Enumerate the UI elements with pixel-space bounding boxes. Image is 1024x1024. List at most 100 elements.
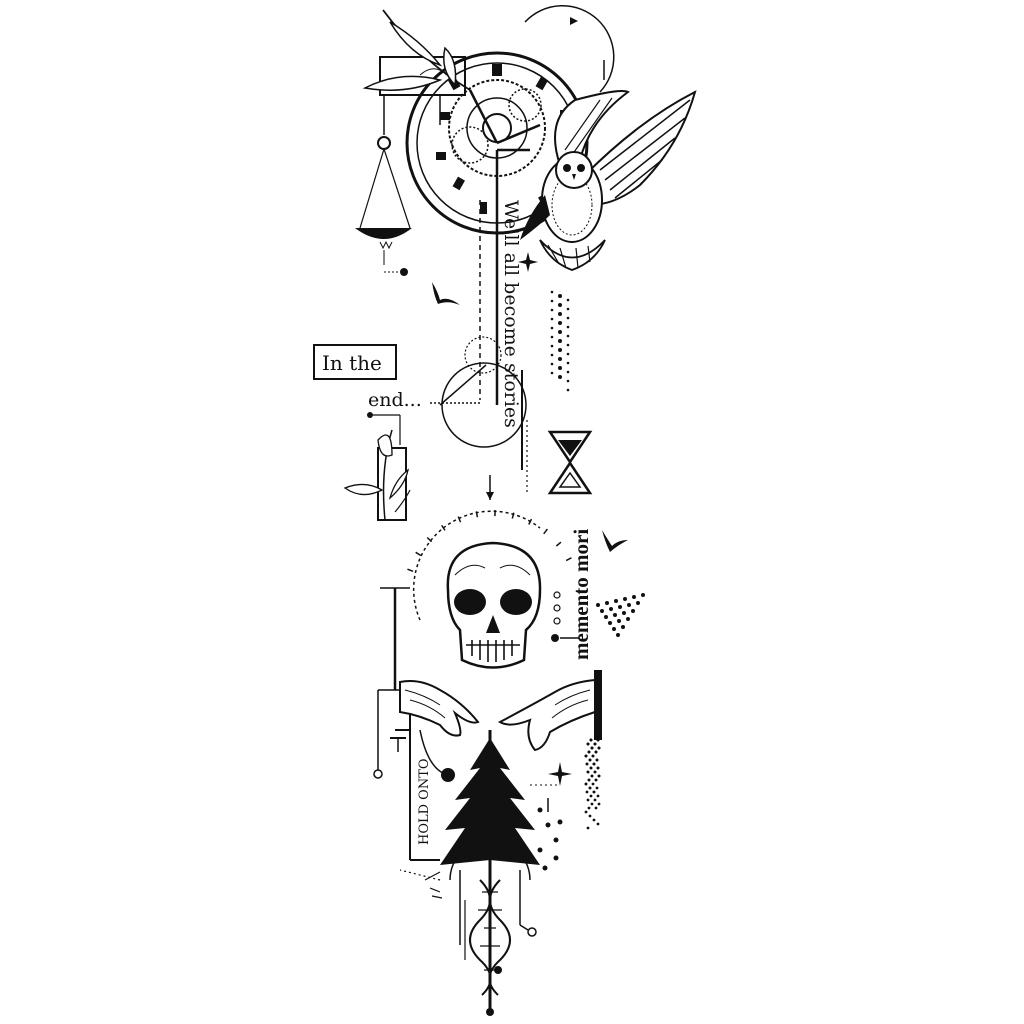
dot bbox=[597, 802, 601, 806]
dot bbox=[618, 605, 622, 609]
dot bbox=[550, 335, 554, 339]
dot bbox=[596, 794, 600, 798]
dot bbox=[621, 625, 625, 629]
hold-onto-text: HOLD ONTO bbox=[417, 758, 432, 845]
dot-pattern bbox=[596, 593, 645, 637]
dot bbox=[608, 621, 612, 625]
dot bbox=[592, 790, 596, 794]
dot bbox=[594, 750, 598, 754]
tick bbox=[475, 511, 479, 518]
dot bbox=[623, 597, 627, 601]
dot bbox=[558, 339, 562, 343]
dot bbox=[632, 595, 636, 599]
tick bbox=[528, 518, 533, 525]
dot bbox=[550, 353, 554, 357]
dot bbox=[616, 633, 620, 637]
dot bbox=[550, 371, 554, 375]
dot bbox=[596, 603, 600, 607]
dot bbox=[604, 615, 608, 619]
bird-icon bbox=[602, 530, 628, 552]
dot bbox=[597, 774, 601, 778]
dot bbox=[558, 357, 562, 361]
dot bbox=[631, 609, 635, 613]
dot bbox=[590, 802, 594, 806]
dot bbox=[550, 326, 554, 330]
dna-helix-icon bbox=[469, 879, 511, 996]
sparkle-star-icon bbox=[518, 252, 538, 272]
leaf-branch-icon bbox=[343, 429, 411, 521]
tick bbox=[441, 524, 446, 531]
dot bbox=[558, 330, 562, 334]
dot bbox=[542, 865, 548, 871]
tick bbox=[457, 516, 462, 523]
dot bbox=[587, 806, 591, 810]
scales-icon bbox=[355, 95, 412, 276]
in-the-text: In the bbox=[322, 351, 382, 375]
dot bbox=[596, 822, 600, 826]
tick bbox=[555, 541, 562, 547]
dot bbox=[566, 316, 570, 320]
dot bbox=[545, 822, 551, 828]
dot bbox=[605, 601, 609, 605]
tick bbox=[415, 551, 422, 557]
dot bbox=[584, 782, 588, 786]
dot bbox=[553, 855, 559, 861]
dot bbox=[589, 738, 593, 742]
dot bbox=[585, 762, 589, 766]
dot bbox=[566, 307, 570, 311]
leaf-branch-icon bbox=[362, 9, 471, 91]
dot bbox=[566, 361, 570, 365]
dot bbox=[589, 766, 593, 770]
dot bbox=[566, 379, 570, 383]
dot bbox=[558, 303, 562, 307]
dot bbox=[612, 627, 616, 631]
dot bbox=[600, 609, 604, 613]
dot bbox=[589, 794, 593, 798]
dot bbox=[590, 746, 594, 750]
dot bbox=[591, 754, 595, 758]
dot bbox=[590, 774, 594, 778]
binary-dots bbox=[550, 290, 570, 392]
dot bbox=[566, 325, 570, 329]
dot bbox=[596, 766, 600, 770]
dot bbox=[586, 798, 590, 802]
tick bbox=[543, 528, 549, 535]
tick bbox=[565, 557, 572, 562]
dot bbox=[594, 806, 598, 810]
dot bbox=[592, 762, 596, 766]
dot bbox=[613, 613, 617, 617]
dot bbox=[626, 617, 630, 621]
dot bbox=[595, 758, 599, 762]
dot bbox=[584, 810, 588, 814]
dot bbox=[558, 312, 562, 316]
dot bbox=[627, 603, 631, 607]
dot bbox=[587, 750, 591, 754]
dot bbox=[588, 758, 592, 762]
owl-icon bbox=[520, 90, 697, 271]
tick bbox=[426, 536, 433, 543]
dot bbox=[566, 370, 570, 374]
in-the-box bbox=[313, 344, 397, 380]
end-text: end... bbox=[368, 389, 422, 411]
dot bbox=[550, 299, 554, 303]
hand-icon bbox=[497, 678, 596, 752]
dot bbox=[588, 814, 592, 818]
dot bbox=[586, 742, 590, 746]
dot bbox=[566, 298, 570, 302]
hand-icon bbox=[399, 680, 480, 737]
dot bbox=[553, 837, 559, 843]
dot bbox=[558, 321, 562, 325]
dot bbox=[558, 375, 562, 379]
dot bbox=[597, 746, 601, 750]
dot bbox=[550, 290, 554, 294]
dot bbox=[586, 826, 590, 830]
dot bbox=[558, 294, 562, 298]
dot bbox=[550, 344, 554, 348]
dot bbox=[622, 611, 626, 615]
dot bbox=[566, 343, 570, 347]
dot bbox=[558, 348, 562, 352]
tick bbox=[407, 568, 414, 572]
dot bbox=[593, 798, 597, 802]
hourglass-icon bbox=[547, 430, 593, 495]
